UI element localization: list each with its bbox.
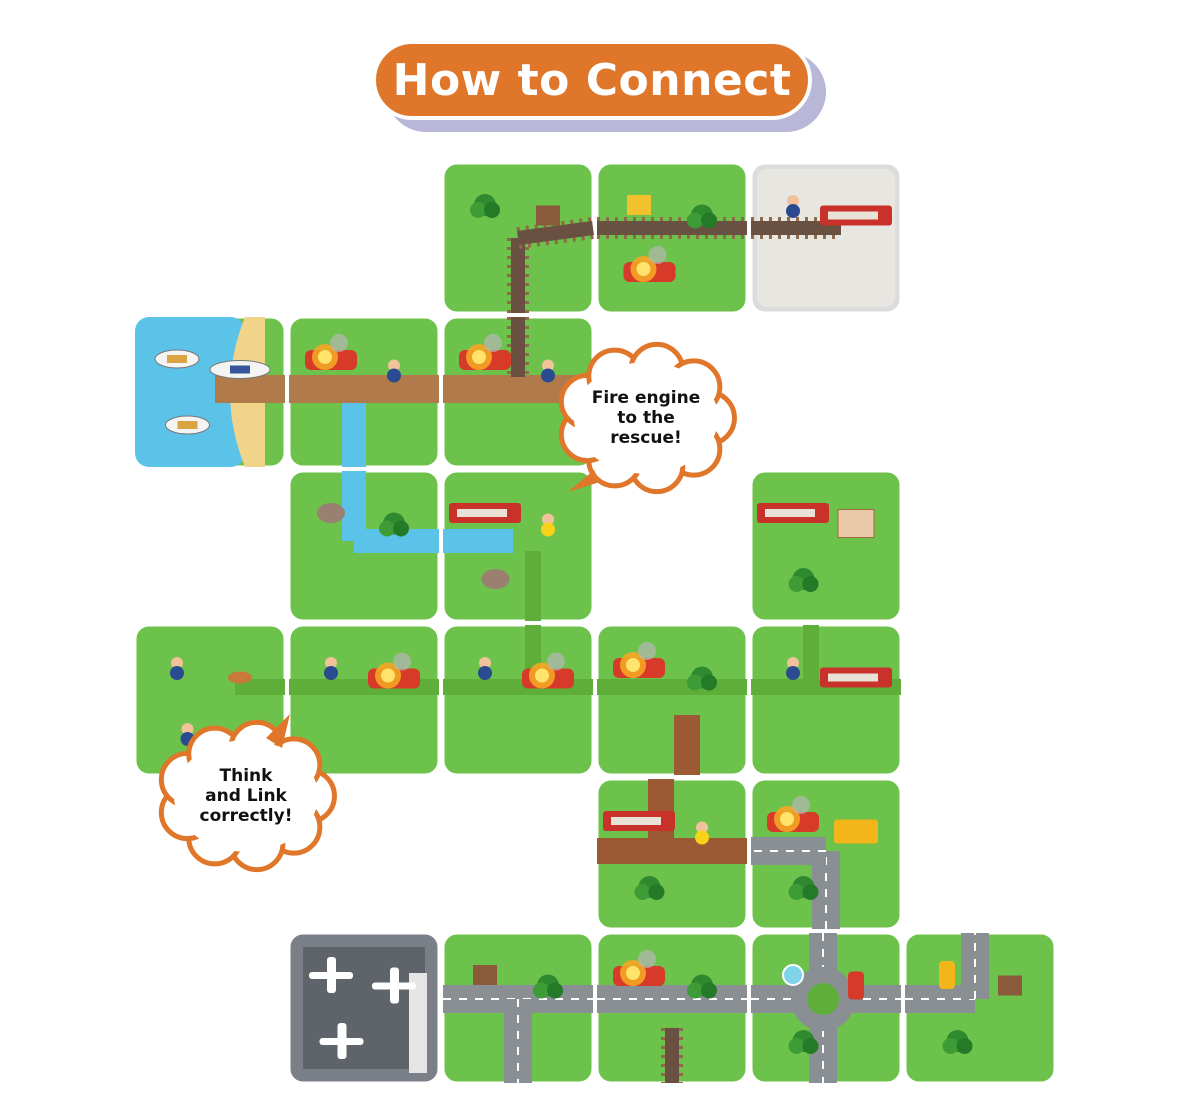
tile-r5c3	[595, 931, 749, 1085]
tile-r5c4	[749, 931, 903, 1085]
fire-engine-icon	[603, 811, 675, 831]
tree-icon	[788, 1030, 819, 1054]
plane-icon	[309, 957, 353, 993]
fire-icon	[623, 246, 676, 282]
tile-r0c3	[595, 161, 749, 315]
tile-r3c4	[749, 623, 903, 777]
tile-r4c4	[749, 777, 903, 931]
think-link-callout-text: Think and Link correctly!	[168, 766, 324, 826]
fire-engine-icon	[820, 205, 892, 226]
roundabout-island	[807, 983, 839, 1015]
page-title: How to Connect	[372, 40, 812, 120]
plane-icon	[372, 967, 416, 1004]
fire-engine-icon	[820, 667, 892, 688]
fountain-icon	[782, 964, 804, 986]
taxi-icon	[939, 961, 955, 989]
people-icon	[786, 195, 800, 218]
firefighter-icon	[541, 513, 555, 537]
airport-apron	[303, 947, 425, 1069]
callout-line: and Link	[205, 786, 287, 806]
house-icon	[536, 205, 560, 226]
plane-icon	[319, 1023, 364, 1059]
bush-icon	[634, 876, 665, 900]
rock-icon	[481, 569, 510, 589]
ship-icon	[209, 360, 271, 379]
callout-arrow	[568, 470, 600, 492]
tile-base	[595, 623, 749, 777]
tile-r2c2	[441, 469, 595, 623]
person-icon	[324, 657, 338, 680]
boat-icon	[165, 415, 210, 435]
tile-base	[749, 469, 903, 623]
tree-icon	[788, 568, 819, 592]
tile-r0c2	[441, 161, 595, 315]
callout-line: Think	[219, 766, 273, 786]
tile-r3c3	[595, 623, 749, 777]
playground-icon	[837, 509, 875, 538]
tile-r2c1	[287, 469, 441, 623]
callout-line: Fire engine	[591, 388, 701, 408]
terminal-building	[409, 973, 427, 1073]
fire-engine-callout	[558, 341, 737, 495]
tree-icon	[687, 204, 717, 229]
fire-icon	[767, 796, 819, 832]
callout-line: correctly!	[199, 806, 293, 826]
person-icon	[541, 359, 555, 383]
tree-icon	[788, 876, 819, 900]
fire-icon	[522, 652, 574, 689]
bulldozer-icon	[834, 819, 878, 844]
fire-icon	[368, 652, 420, 689]
rock-icon	[317, 503, 345, 523]
firefighter-icon	[695, 821, 709, 845]
fire-icon	[305, 334, 357, 370]
tree-icon	[470, 194, 500, 218]
pier	[215, 375, 285, 403]
fire-engine-callout-text: Fire engine to the rescue!	[566, 388, 726, 448]
dog-icon	[228, 671, 252, 684]
car-icon	[848, 971, 864, 1000]
tile-r0c4	[749, 161, 903, 315]
person-icon	[170, 657, 184, 680]
tile-r1c0	[133, 315, 287, 469]
person-icon	[786, 657, 800, 680]
fire-icon	[459, 334, 511, 370]
building-icon	[998, 975, 1022, 996]
tree-icon	[379, 512, 409, 537]
tile-r3c1	[287, 623, 441, 777]
tile-r3c2	[441, 623, 595, 777]
tent-icon	[627, 195, 651, 215]
cloud-body	[174, 740, 318, 852]
tile-r1c1	[287, 315, 441, 469]
bush-icon	[687, 666, 717, 691]
rail-track	[517, 221, 594, 245]
tile-base	[749, 623, 903, 777]
boardwalk	[289, 375, 439, 403]
callout-line: rescue!	[610, 428, 682, 448]
tile-r5c2	[441, 931, 595, 1085]
bush-icon	[533, 974, 563, 999]
boat-icon	[154, 349, 200, 369]
person-icon	[387, 359, 401, 383]
callout-line: to the	[617, 408, 675, 428]
think-link-callout	[158, 714, 337, 873]
fire-engine-icon	[449, 503, 521, 523]
bush-icon	[687, 974, 717, 999]
fire-icon	[613, 950, 665, 986]
tile-r4c3	[595, 777, 749, 931]
bench-icon	[473, 965, 497, 985]
fire-icon	[613, 642, 665, 678]
tile-r5c5	[903, 931, 1057, 1085]
cloud-body	[574, 362, 718, 474]
title-banner: How to Connect	[372, 40, 826, 132]
person-icon	[478, 657, 492, 680]
tile-base	[441, 623, 595, 777]
tile-r2c4	[749, 469, 903, 623]
fire-engine-icon	[757, 503, 829, 523]
tile-r5c1	[287, 931, 441, 1085]
tree-icon	[942, 1030, 973, 1054]
callout-arrow	[266, 714, 290, 748]
